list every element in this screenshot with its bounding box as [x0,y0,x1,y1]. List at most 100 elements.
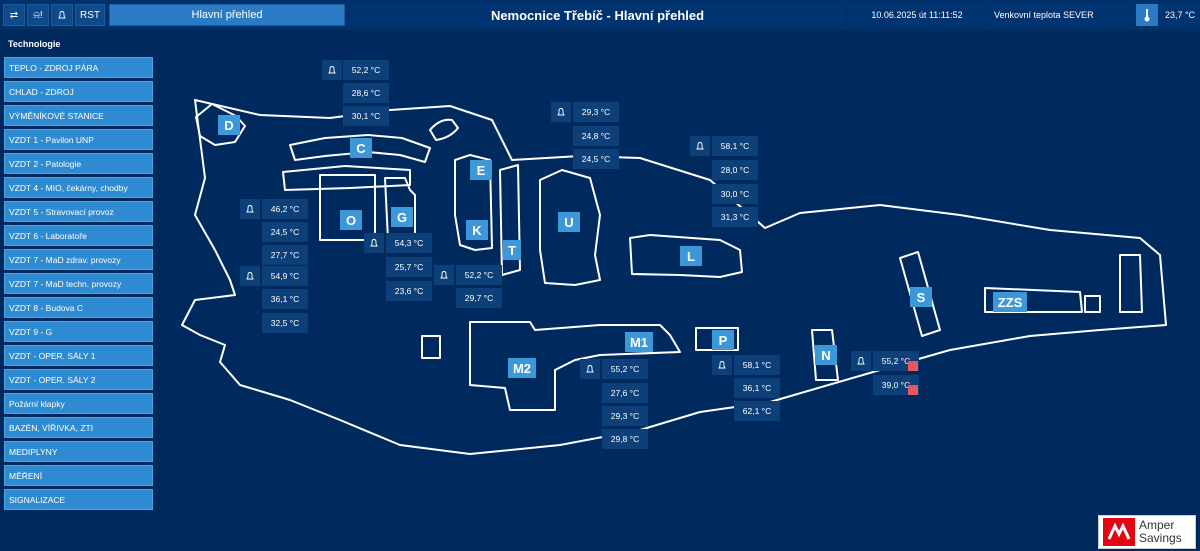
outdoor-temp-label: Venkovní teplota SEVER [988,4,1134,26]
building-e[interactable]: E [470,160,492,180]
temp-reading[interactable]: 28,0 °C [712,160,758,180]
outline-u [539,169,601,286]
building-s[interactable]: S [910,287,932,307]
top-bar: ⇄ ⍾! RST Hlavní přehled Nemocnice Třebíč… [0,0,1200,30]
outline-k [454,154,493,251]
building-t[interactable]: T [503,240,521,260]
temp-reading[interactable]: 52,2 °C [343,60,389,80]
bell-icon[interactable] [851,351,871,371]
logo-line-1: Amper [1139,518,1175,532]
building-d[interactable]: D [218,115,240,135]
temp-reading[interactable]: 23,6 °C [386,281,432,301]
temp-reading[interactable]: 46,2 °C [262,199,308,219]
temp-reading[interactable]: 24,5 °C [262,222,308,242]
building-n[interactable]: N [815,345,837,365]
amper-savings-logo: Amper Savings [1098,515,1196,549]
temp-reading[interactable]: 54,3 °C [386,233,432,253]
bell-icon[interactable] [690,136,710,156]
building-p[interactable]: P [712,330,734,350]
temp-reading[interactable]: 27,6 °C [602,383,648,403]
sidebar-item[interactable]: CHLAD - ZDROJ [4,81,153,102]
sidebar-item[interactable]: VZDT 5 - Stravovací provoz [4,201,153,222]
tab-main-overview[interactable]: Hlavní přehled [109,4,345,26]
temp-reading[interactable]: 30,0 °C [712,184,758,204]
rst-button[interactable]: RST [75,4,105,26]
sidebar-item[interactable]: VZDT 9 - G [4,321,153,342]
outline-t [499,164,521,276]
building-u[interactable]: U [558,212,580,232]
sidebar-item[interactable]: VZDT 7 - MaD zdrav. provozy [4,249,153,270]
bell-icon[interactable] [580,359,600,379]
temp-reading[interactable]: 24,5 °C [573,149,619,169]
building-k[interactable]: K [466,220,488,240]
outline-m [469,321,681,411]
temp-reading[interactable]: 55,2 °C [873,351,919,371]
temp-reading[interactable]: 32,5 °C [262,313,308,333]
temp-reading[interactable]: 30,1 °C [343,106,389,126]
outline-zzs-2 [1084,295,1101,313]
outline-s [899,251,941,337]
bell-icon[interactable] [322,60,342,80]
building-zzs[interactable]: ZZS [993,292,1027,312]
bell-icon [58,11,66,19]
outline-zzs [984,287,1083,313]
building-m2[interactable]: M2 [508,358,536,378]
sidebar-item[interactable]: MEDIPLYNY [4,441,153,462]
outline-c-wing [282,165,411,191]
sidebar-item[interactable]: SIGNALIZACE [4,489,153,510]
building-c[interactable]: C [350,138,372,158]
temp-reading[interactable]: 24,8 °C [573,126,619,146]
bell-icon[interactable] [551,102,571,122]
temp-reading[interactable]: 29,3 °C [602,406,648,426]
sidebar-item[interactable]: VZDT 8 - Budova C [4,297,153,318]
bell-icon[interactable] [712,355,732,375]
temp-reading[interactable]: 36,1 °C [734,378,780,398]
sidebar-item[interactable]: BAZÉN, VÍŘIVKA, ZTI [4,417,153,438]
temp-reading[interactable]: 28,6 °C [343,83,389,103]
temp-reading[interactable]: 29,3 °C [573,102,619,122]
temp-reading[interactable]: 29,8 °C [602,429,648,449]
amper-logo-icon [1103,518,1135,546]
building-g[interactable]: G [391,207,413,227]
temp-reading[interactable]: 58,1 °C [712,136,758,156]
temp-reading[interactable]: 52,2 °C [456,265,502,285]
datetime: 10.06.2025 út 11:11:52 [848,4,986,26]
outline-l [629,234,743,278]
sidebar-item[interactable]: VZDT - OPER. SÁLY 2 [4,369,153,390]
sidebar-item[interactable]: VZDT 2 - Patologie [4,153,153,174]
site-boundary [181,99,1167,455]
temp-reading[interactable]: 58,1 °C [734,355,780,375]
building-l[interactable]: L [680,246,702,266]
switch-icon-button[interactable]: ⇄ [3,4,25,26]
sidebar-item[interactable]: VÝMĚNÍKOVÉ STANICE [4,105,153,126]
sidebar-item[interactable]: VZDT 6 - Laboratoře [4,225,153,246]
outdoor-temp-value: 23,7 °C [1160,4,1200,26]
bell-icon[interactable] [364,233,384,253]
bell-icon[interactable] [240,266,260,286]
logo-line-2: Savings [1139,531,1182,545]
temp-reading[interactable]: 62,1 °C [734,401,780,421]
sidebar-item[interactable]: MĚŘENÍ [4,465,153,486]
temp-reading[interactable]: 54,9 °C [262,266,308,286]
temp-reading[interactable]: 39,0 °C [873,375,919,395]
temp-reading[interactable]: 25,7 °C [386,257,432,277]
temp-reading[interactable]: 36,1 °C [262,289,308,309]
temp-reading[interactable]: 31,3 °C [712,207,758,227]
sidebar-item[interactable]: VZDT 7 - MaD techn. provozy [4,273,153,294]
building-m1[interactable]: M1 [625,332,653,352]
bell-icon[interactable] [240,199,260,219]
sidebar-item[interactable]: VZDT 1 - Pavilon UNP [4,129,153,150]
outline-p [695,327,739,351]
building-o[interactable]: O [340,210,362,230]
temp-reading[interactable]: 27,7 °C [262,245,308,265]
alarm-ack-button[interactable]: ⍾! [27,4,49,26]
temp-reading[interactable]: 55,2 °C [602,359,648,379]
sidebar-item[interactable]: TEPLO - ZDROJ PÁRA [4,57,153,78]
sidebar-item[interactable]: VZDT 4 - MIO, čekárny, chodby [4,177,153,198]
outline-c [289,134,431,163]
sidebar-item[interactable]: VZDT - OPER. SÁLY 1 [4,345,153,366]
bell-button[interactable] [51,4,73,26]
sidebar-item[interactable]: Požární klapky [4,393,153,414]
bell-icon[interactable] [434,265,454,285]
temp-reading[interactable]: 29,7 °C [456,288,502,308]
